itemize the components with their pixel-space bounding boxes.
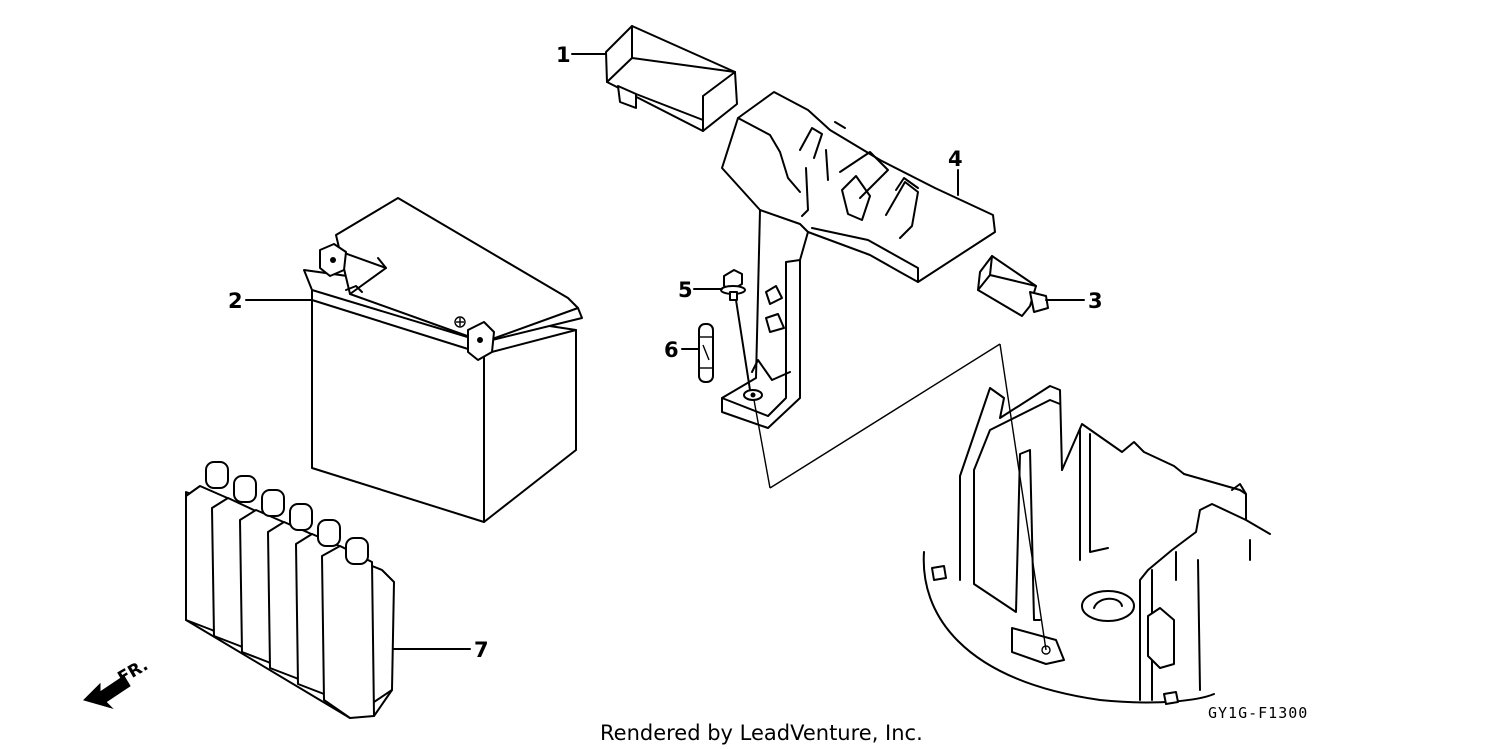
part-5-bolt[interactable] — [720, 269, 746, 301]
front-arrow-icon — [83, 675, 131, 710]
callout-6[interactable]: 6 — [664, 338, 679, 362]
callout-1[interactable]: 1 — [556, 43, 571, 67]
part-6-fuse[interactable] — [698, 323, 714, 383]
reference-lines — [753, 343, 1047, 651]
front-direction-marker: FR. — [83, 655, 152, 710]
part-7-electrolyte-pack[interactable] — [185, 461, 395, 719]
credit-text: Rendered by LeadVenture, Inc. — [600, 721, 923, 745]
battery-tray-frame — [922, 385, 1271, 705]
part-3-relay[interactable] — [977, 255, 1049, 317]
callout-2[interactable]: 2 — [228, 289, 243, 313]
callout-7[interactable]: 7 — [474, 638, 489, 662]
part-1-cover[interactable] — [605, 25, 738, 132]
diagram-code: GY1G-F1300 — [1208, 704, 1308, 722]
part-2-battery[interactable] — [303, 197, 583, 523]
callout-5[interactable]: 5 — [678, 278, 693, 302]
part-4-bracket[interactable] — [721, 91, 996, 429]
callout-leaders — [245, 53, 1085, 650]
callout-numbers: 1 2 3 4 5 6 7 — [228, 43, 1103, 662]
callout-4[interactable]: 4 — [948, 147, 963, 171]
callout-3[interactable]: 3 — [1088, 289, 1103, 313]
